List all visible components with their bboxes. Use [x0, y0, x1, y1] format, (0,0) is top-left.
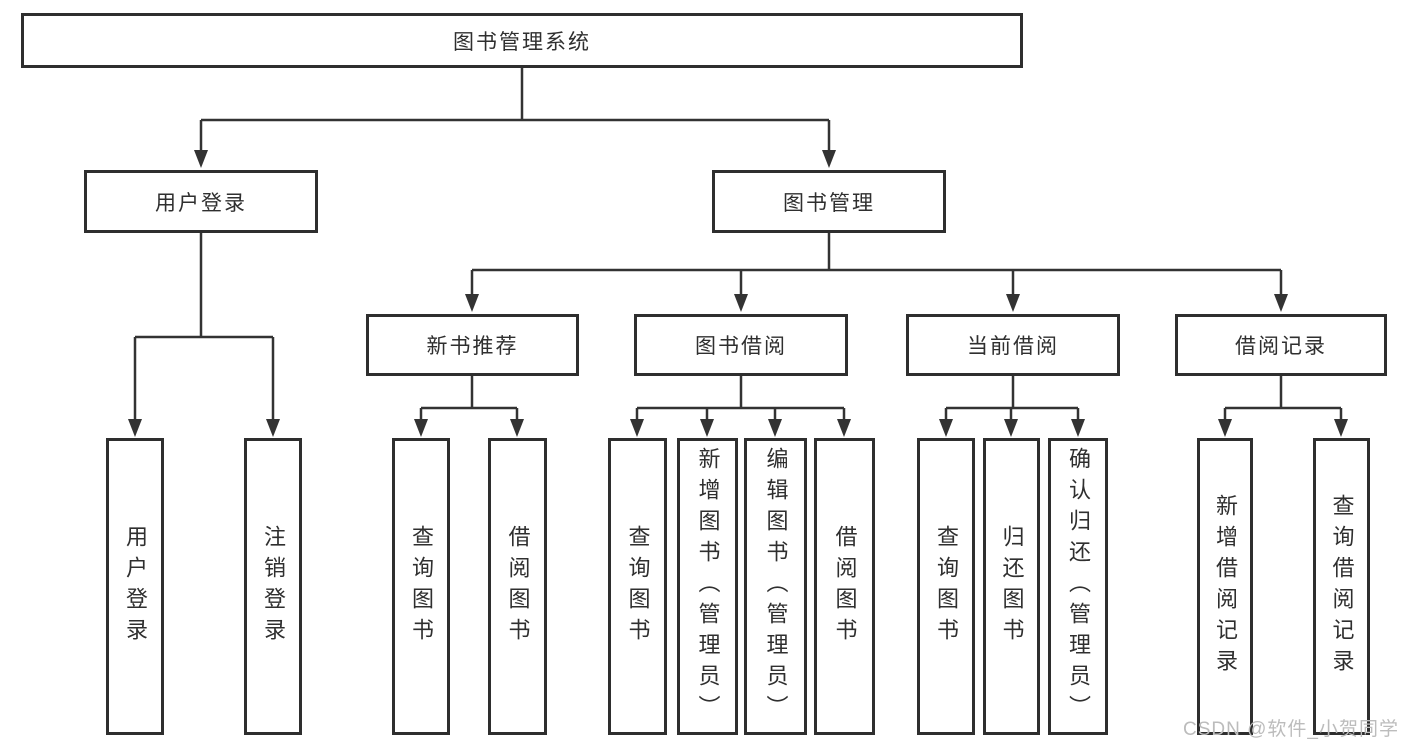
- leaf-borrow-books-recommend: 借阅图书: [488, 438, 547, 735]
- arrowhead: [630, 419, 644, 437]
- arrowhead: [1274, 294, 1288, 312]
- edge-root-split: [199, 68, 831, 151]
- node-label: 图书借阅: [695, 335, 787, 358]
- node-label: 图书管理系统: [453, 30, 591, 54]
- leaf-label: 注销登录: [261, 524, 286, 649]
- leaf-label: 查询图书: [625, 524, 651, 649]
- arrowhead: [414, 419, 428, 437]
- arrowhead: [768, 419, 782, 437]
- leaf-query-books-borrow: 查询图书: [608, 438, 667, 735]
- leaf-return-books: 归还图书: [983, 438, 1040, 735]
- arrowhead: [700, 419, 714, 437]
- node-user-login: 用户登录: [84, 170, 318, 233]
- leaf-add-book-admin: 新增图书（管理员）: [677, 438, 738, 735]
- edge-user-login-split: [133, 233, 275, 420]
- node-label: 借阅记录: [1235, 335, 1327, 358]
- arrowhead: [1004, 419, 1018, 437]
- node-new-book-recommendation: 新书推荐: [366, 314, 579, 376]
- node-label: 图书管理: [783, 191, 875, 215]
- leaf-label: 新增图书（管理员）: [695, 447, 721, 726]
- leaf-label: 用户登录: [123, 524, 148, 649]
- leaf-user-login: 用户登录: [106, 438, 164, 735]
- leaf-edit-book-admin: 编辑图书（管理员）: [744, 438, 807, 735]
- node-library-system: 图书管理系统: [21, 13, 1023, 68]
- edge-book-mgmt-split: [470, 233, 1283, 295]
- node-book-management: 图书管理: [712, 170, 946, 233]
- arrowhead: [510, 419, 524, 437]
- watermark: CSDN @软件_小贺同学: [1183, 719, 1399, 740]
- node-label: 新书推荐: [426, 335, 519, 358]
- arrowhead: [128, 419, 142, 437]
- leaf-label: 查询图书: [934, 524, 959, 649]
- arrowhead: [734, 294, 748, 312]
- node-book-borrowing: 图书借阅: [634, 314, 848, 376]
- arrowhead: [939, 419, 953, 437]
- leaf-label: 查询图书: [409, 524, 434, 649]
- leaf-logout-login: 注销登录: [244, 438, 302, 735]
- leaf-add-borrow-record: 新增借阅记录: [1197, 438, 1253, 735]
- edge-borrow-records-split: [1223, 376, 1343, 420]
- edge-book-borrow-split: [635, 376, 846, 420]
- arrowhead: [1071, 419, 1085, 437]
- leaf-label: 归还图书: [999, 524, 1025, 649]
- arrowhead: [465, 294, 479, 312]
- node-label: 当前借阅: [967, 335, 1059, 358]
- arrowhead: [1218, 419, 1232, 437]
- arrowhead: [1006, 294, 1020, 312]
- leaf-label: 编辑图书（管理员）: [763, 447, 789, 726]
- arrowhead: [266, 419, 280, 437]
- arrowhead: [194, 150, 208, 168]
- leaf-query-books-current: 查询图书: [917, 438, 975, 735]
- leaf-label: 借阅图书: [832, 524, 858, 649]
- edge-current-borrow-split: [944, 376, 1080, 420]
- node-borrowing-records: 借阅记录: [1175, 314, 1387, 376]
- leaf-label: 新增借阅记录: [1213, 493, 1238, 680]
- leaf-label: 查询借阅记录: [1329, 493, 1355, 680]
- leaf-borrow-books-borrow: 借阅图书: [814, 438, 875, 735]
- leaf-label: 借阅图书: [505, 524, 531, 649]
- node-current-borrowing: 当前借阅: [906, 314, 1120, 376]
- arrowhead: [822, 150, 836, 168]
- node-label: 用户登录: [155, 191, 247, 215]
- leaf-query-books-recommend: 查询图书: [392, 438, 450, 735]
- edge-new-book-split: [419, 376, 519, 420]
- leaf-label: 确认归还（管理员）: [1066, 447, 1091, 726]
- arrowhead: [1334, 419, 1348, 437]
- leaf-confirm-return-admin: 确认归还（管理员）: [1048, 438, 1108, 735]
- arrowhead: [837, 419, 851, 437]
- leaf-query-borrow-record: 查询借阅记录: [1313, 438, 1370, 735]
